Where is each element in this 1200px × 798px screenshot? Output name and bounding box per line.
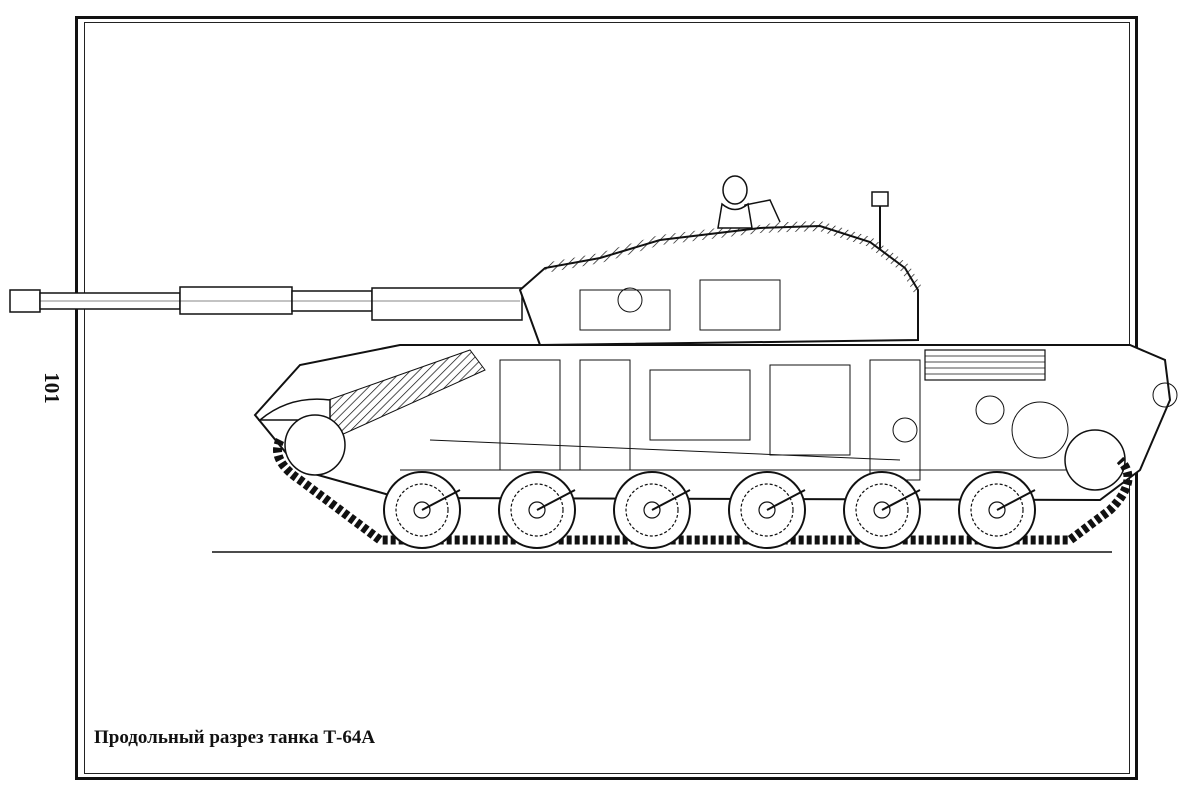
suspension-arms [421,489,1036,511]
track [273,437,1133,545]
figure-caption: Продольный разрез танка Т-64А [94,727,376,748]
gun-barrel [9,286,523,321]
hull [253,344,1178,502]
turret [518,175,923,347]
